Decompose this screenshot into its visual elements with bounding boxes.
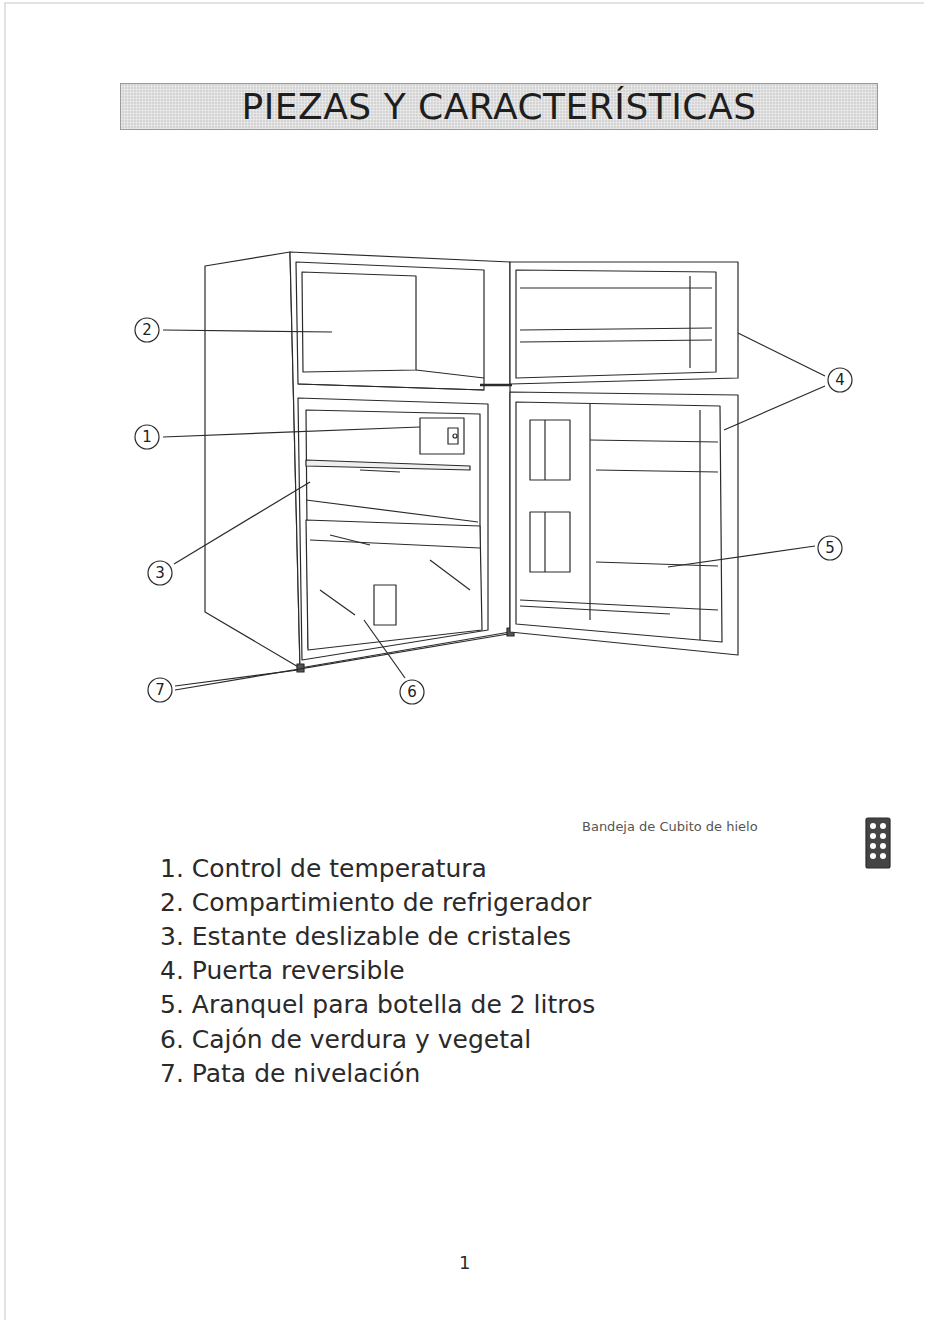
callout-circle: 7: [147, 677, 173, 703]
callout-circle: 5: [817, 535, 843, 561]
page-number: 1: [459, 1252, 470, 1273]
page-title: PIEZAS Y CARACTERÍSTICAS: [242, 86, 757, 127]
parts-list-item: 7. Pata de nivelación: [160, 1059, 420, 1088]
parts-list-item: 2. Compartimiento de refrigerador: [160, 888, 591, 917]
callout-number: 5: [825, 539, 835, 557]
callout-number: 1: [142, 428, 152, 446]
callout-circle: 2: [134, 317, 160, 343]
callout-circle: 3: [147, 560, 173, 586]
callout-number: 4: [835, 371, 845, 389]
parts-list-item: 5. Aranquel para botella de 2 litros: [160, 990, 595, 1019]
parts-list-item: 1. Control de temperatura: [160, 854, 487, 883]
parts-list-item: 4. Puerta reversible: [160, 956, 405, 985]
callout-circle: 1: [134, 424, 160, 450]
callout-circle: 4: [827, 367, 853, 393]
parts-list-item: 3. Estante deslizable de cristales: [160, 922, 571, 951]
title-band: PIEZAS Y CARACTERÍSTICAS: [120, 83, 878, 130]
accessory-label: Bandeja de Cubito de hielo: [582, 819, 758, 834]
callout-number: 2: [142, 321, 152, 339]
callout-number: 6: [407, 683, 417, 701]
parts-list-item: 6. Cajón de verdura y vegetal: [160, 1025, 531, 1054]
callout-number: 7: [155, 681, 165, 699]
callout-circle: 6: [399, 679, 425, 705]
callout-number: 3: [155, 564, 165, 582]
leader-lines: [163, 330, 825, 690]
